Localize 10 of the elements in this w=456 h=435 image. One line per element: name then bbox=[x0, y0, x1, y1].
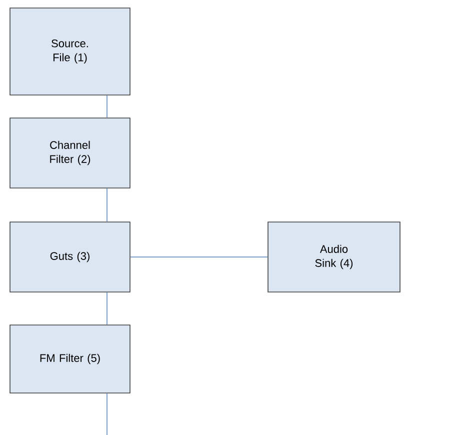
connector-line bbox=[130, 256, 268, 258]
process-box: Channel Filter (2) bbox=[10, 118, 130, 188]
connector-line bbox=[106, 292, 108, 326]
process-box: Source. File (1) bbox=[10, 8, 130, 96]
process-box: Audio Sink (4) bbox=[268, 222, 400, 292]
process-box: FM Filter (5) bbox=[10, 324, 130, 394]
connector-line bbox=[106, 188, 108, 222]
connector-line bbox=[106, 392, 108, 435]
process-box: Guts (3) bbox=[10, 222, 130, 292]
connector-line bbox=[106, 94, 108, 118]
